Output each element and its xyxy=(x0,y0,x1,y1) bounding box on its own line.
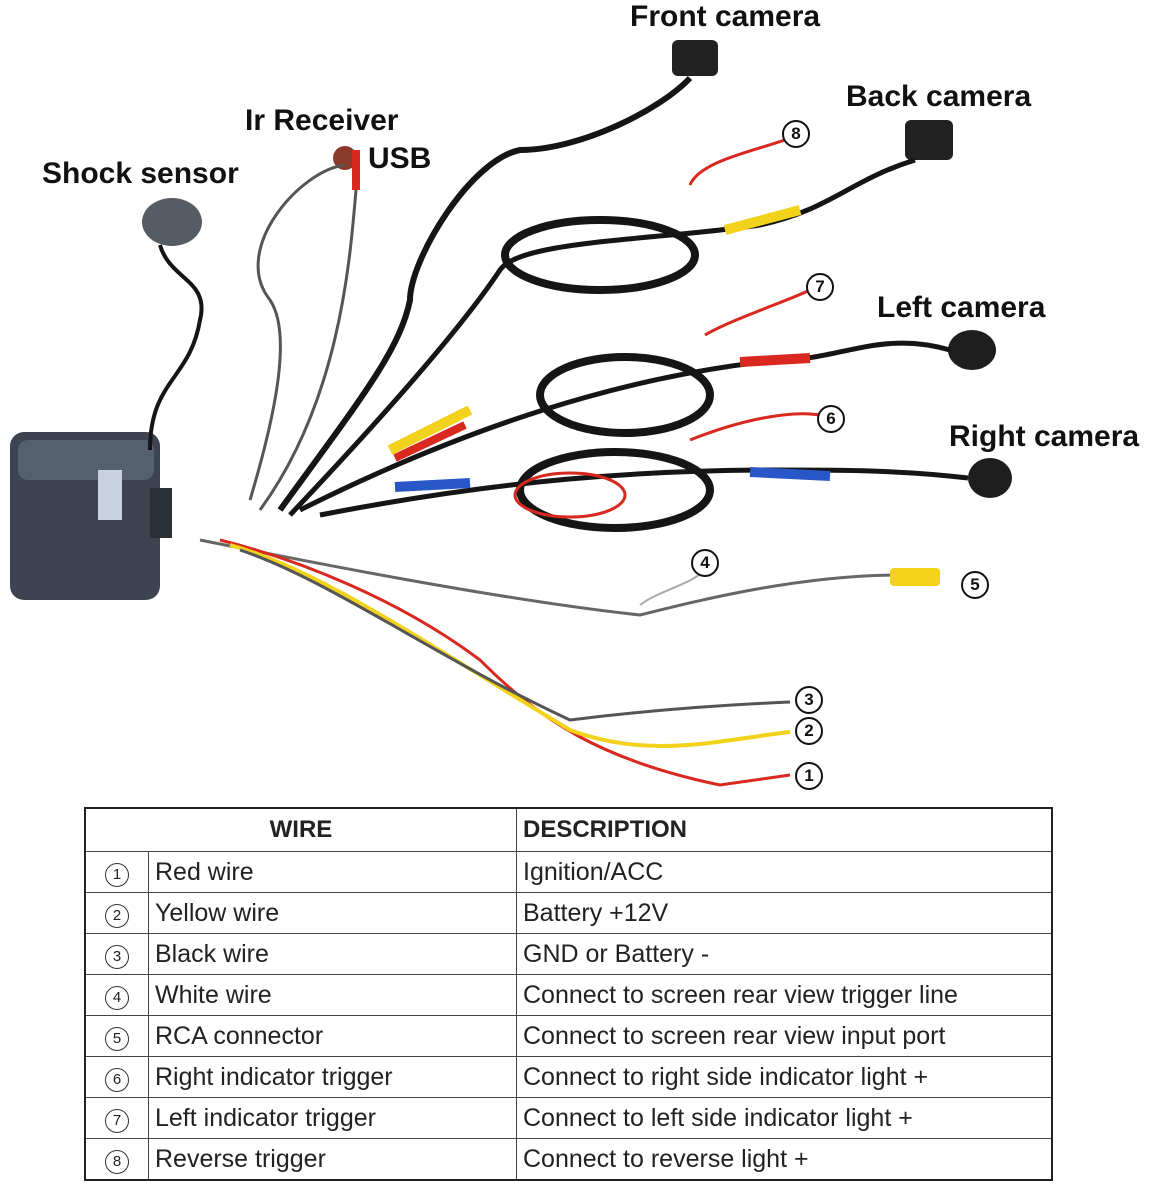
back-camera-cable xyxy=(288,120,953,517)
row-description: Battery +12V xyxy=(516,892,1053,934)
row-description: Connect to reverse light + xyxy=(516,1138,1053,1181)
row-wire: Red wire xyxy=(148,851,517,893)
white-wire-rca xyxy=(199,538,940,617)
row-description: Connect to screen rear view trigger line xyxy=(516,974,1053,1016)
marker-5: 5 xyxy=(961,571,989,599)
usb-cable xyxy=(258,150,360,511)
left-camera-cable xyxy=(298,288,996,513)
table-row: 5 RCA connector Connect to screen rear v… xyxy=(84,1015,1053,1057)
left-camera-label: Left camera xyxy=(877,291,1046,324)
marker-6: 6 xyxy=(817,405,845,433)
front-camera-label: Front camera xyxy=(630,0,821,33)
table-row: 7 Left indicator trigger Connect to left… xyxy=(84,1097,1053,1139)
row-wire: Reverse trigger xyxy=(148,1138,517,1181)
ir-receiver-label: Ir Receiver xyxy=(245,104,399,137)
row-description: GND or Battery - xyxy=(516,933,1053,975)
marker-2: 2 xyxy=(795,717,823,745)
row-index: 3 xyxy=(105,945,129,969)
row-index: 6 xyxy=(105,1068,129,1092)
row-description: Connect to screen rear view input port xyxy=(516,1015,1053,1057)
row-wire: White wire xyxy=(148,974,517,1016)
power-wires xyxy=(219,538,791,787)
marker-3: 3 xyxy=(795,686,823,714)
header-description: DESCRIPTION xyxy=(516,807,1053,852)
row-wire: Black wire xyxy=(148,933,517,975)
back-camera-label: Back camera xyxy=(846,80,1032,113)
row-wire: Left indicator trigger xyxy=(148,1097,517,1139)
marker-7: 7 xyxy=(806,273,834,301)
row-index: 8 xyxy=(105,1150,129,1174)
table-row: 6 Right indicator trigger Connect to rig… xyxy=(84,1056,1053,1098)
row-wire: Yellow wire xyxy=(148,892,517,934)
row-wire: Right indicator trigger xyxy=(148,1056,517,1098)
row-description: Connect to right side indicator light + xyxy=(516,1056,1053,1098)
row-index: 1 xyxy=(105,863,129,887)
wiring-illustration xyxy=(10,40,1012,787)
control-module xyxy=(10,432,172,600)
ir-receiver-cable xyxy=(248,146,357,501)
table-header-row: WIRE DESCRIPTION xyxy=(84,807,1053,852)
shock-sensor-device xyxy=(142,198,204,451)
row-index: 4 xyxy=(105,986,129,1010)
marker-1: 1 xyxy=(795,762,823,790)
wire-description-table: WIRE DESCRIPTION 1 Red wire Ignition/ACC… xyxy=(84,807,1053,1181)
row-index: 2 xyxy=(105,904,129,928)
row-description: Ignition/ACC xyxy=(516,851,1053,893)
table-row: 1 Red wire Ignition/ACC xyxy=(84,851,1053,893)
front-camera-cable xyxy=(277,40,718,512)
table-row: 2 Yellow wire Battery +12V xyxy=(84,892,1053,934)
table-row: 4 White wire Connect to screen rear view… xyxy=(84,974,1053,1016)
marker-4: 4 xyxy=(691,549,719,577)
right-camera-label: Right camera xyxy=(949,420,1140,453)
usb-label: USB xyxy=(368,142,432,175)
row-index: 5 xyxy=(105,1027,129,1051)
table-row: 3 Black wire GND or Battery - xyxy=(84,933,1053,975)
row-wire: RCA connector xyxy=(148,1015,517,1057)
marker-8: 8 xyxy=(782,120,810,148)
table-row: 8 Reverse trigger Connect to reverse lig… xyxy=(84,1138,1053,1181)
row-index: 7 xyxy=(105,1109,129,1133)
wiring-diagram: Front camera Back camera Ir Receiver USB… xyxy=(10,0,1140,790)
right-camera-cable xyxy=(319,412,1012,532)
row-description: Connect to left side indicator light + xyxy=(516,1097,1053,1139)
shock-sensor-label: Shock sensor xyxy=(42,157,239,190)
header-wire: WIRE xyxy=(84,807,517,852)
